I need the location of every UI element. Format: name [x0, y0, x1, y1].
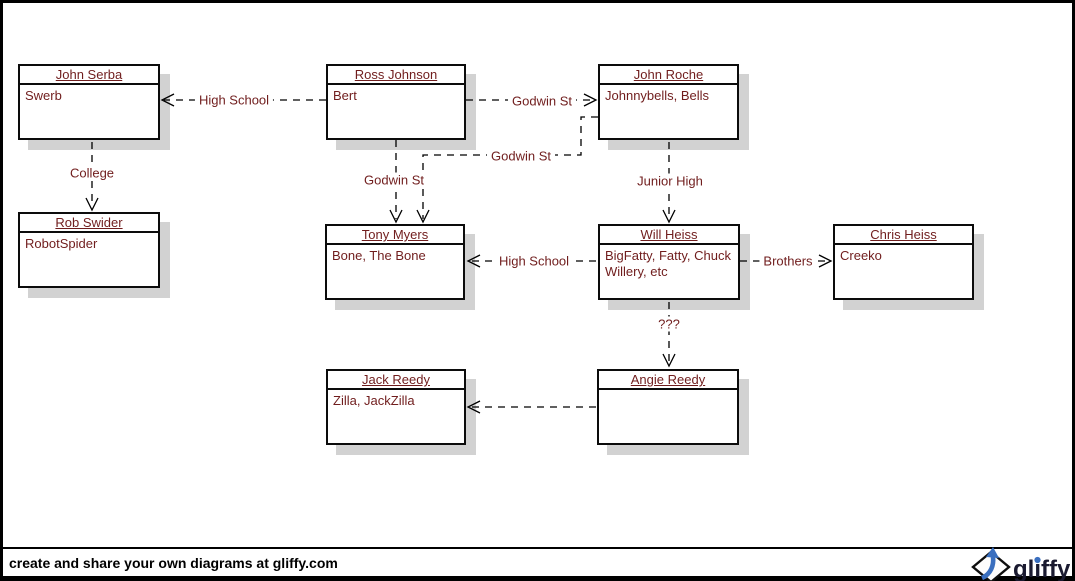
node-frame: Angie Reedy	[597, 369, 739, 445]
node-title: Ross Johnson	[328, 66, 464, 85]
node-chris-heiss: Chris Heiss Creeko	[833, 224, 984, 310]
node-body: BigFatty, Fatty, Chuck Willery, etc	[605, 248, 731, 279]
node-frame: Jack Reedy Zilla, JackZilla	[326, 369, 466, 445]
node-title: Angie Reedy	[599, 371, 737, 390]
footer-bottom-border	[0, 576, 1075, 581]
edge-label-godwin-st: Godwin St	[487, 148, 555, 164]
node-title: Rob Swider	[20, 214, 158, 233]
node-title: Will Heiss	[600, 226, 738, 245]
node-title: Chris Heiss	[835, 226, 972, 245]
edge-label-godwin-st: Godwin St	[508, 93, 576, 109]
edge-label-high-school: High School	[194, 92, 274, 108]
node-john-roche: John Roche Johnnybells, Bells	[598, 64, 749, 150]
node-title: John Roche	[600, 66, 737, 85]
node-frame: Rob Swider RobotSpider	[18, 212, 160, 288]
node-will-heiss: Will Heiss BigFatty, Fatty, Chuck Willer…	[598, 224, 750, 310]
gliffy-logo-arrow-shaft	[980, 556, 996, 581]
edges-layer	[85, 93, 833, 414]
node-title: Tony Myers	[327, 226, 463, 245]
canvas-border-top	[0, 0, 1075, 3]
edge-label-brothers: Brothers	[759, 253, 817, 269]
edge-john-roche-tony-myers	[416, 116, 598, 224]
edge-label-godwin-st: Godwin St	[360, 172, 428, 188]
edge-label-question-marks: ???	[654, 316, 684, 332]
node-body: Zilla, JackZilla	[333, 393, 415, 408]
node-body: Swerb	[25, 88, 62, 103]
node-tony-myers: Tony Myers Bone, The Bone	[325, 224, 475, 310]
node-frame: John Roche Johnnybells, Bells	[598, 64, 739, 140]
node-john-serba: John Serba Swerb	[18, 64, 170, 150]
node-angie-reedy: Angie Reedy	[597, 369, 749, 455]
edge-angie-reedy-jack-reedy	[466, 400, 596, 414]
gliffy-logo[interactable]: gliffy	[970, 544, 1070, 581]
node-title: John Serba	[20, 66, 158, 85]
node-frame: Tony Myers Bone, The Bone	[325, 224, 465, 300]
edge-label-college: College	[65, 165, 119, 181]
footer-top-divider	[0, 547, 1075, 549]
node-body: Johnnybells, Bells	[605, 88, 710, 103]
canvas-border-left	[0, 0, 3, 581]
node-title: Jack Reedy	[328, 371, 464, 390]
node-body: Bert	[333, 88, 357, 103]
node-body: RobotSpider	[25, 236, 98, 251]
node-body: Bone, The Bone	[332, 248, 426, 263]
node-rob-swider: Rob Swider RobotSpider	[18, 212, 170, 298]
footer-bar: create and share your own diagrams at gl…	[0, 547, 1075, 581]
node-frame: John Serba Swerb	[18, 64, 160, 140]
edge-label-high-school: High School	[494, 253, 574, 269]
node-jack-reedy: Jack Reedy Zilla, JackZilla	[326, 369, 476, 455]
edge-will-heiss-tony-myers	[466, 254, 596, 268]
gliffy-logo-text: gliffy	[1013, 556, 1070, 581]
node-frame: Will Heiss BigFatty, Fatty, Chuck Willer…	[598, 224, 740, 300]
node-frame: Ross Johnson Bert	[326, 64, 466, 140]
node-ross-johnson: Ross Johnson Bert	[326, 64, 476, 150]
canvas-border-right	[1072, 0, 1075, 581]
node-body: Creeko	[840, 248, 882, 263]
footer-background	[0, 549, 1075, 576]
gliffy-logo-arrow-head	[986, 547, 999, 558]
edge-john-roche-will-heiss	[662, 142, 676, 224]
node-frame: Chris Heiss Creeko	[833, 224, 974, 300]
edge-will-heiss-angie-reedy	[662, 302, 676, 368]
footer-gliffy-link[interactable]: create and share your own diagrams at gl…	[9, 555, 338, 571]
gliffy-logo-i-dot	[1034, 556, 1041, 564]
edge-label-junior-high: Junior High	[633, 173, 707, 189]
